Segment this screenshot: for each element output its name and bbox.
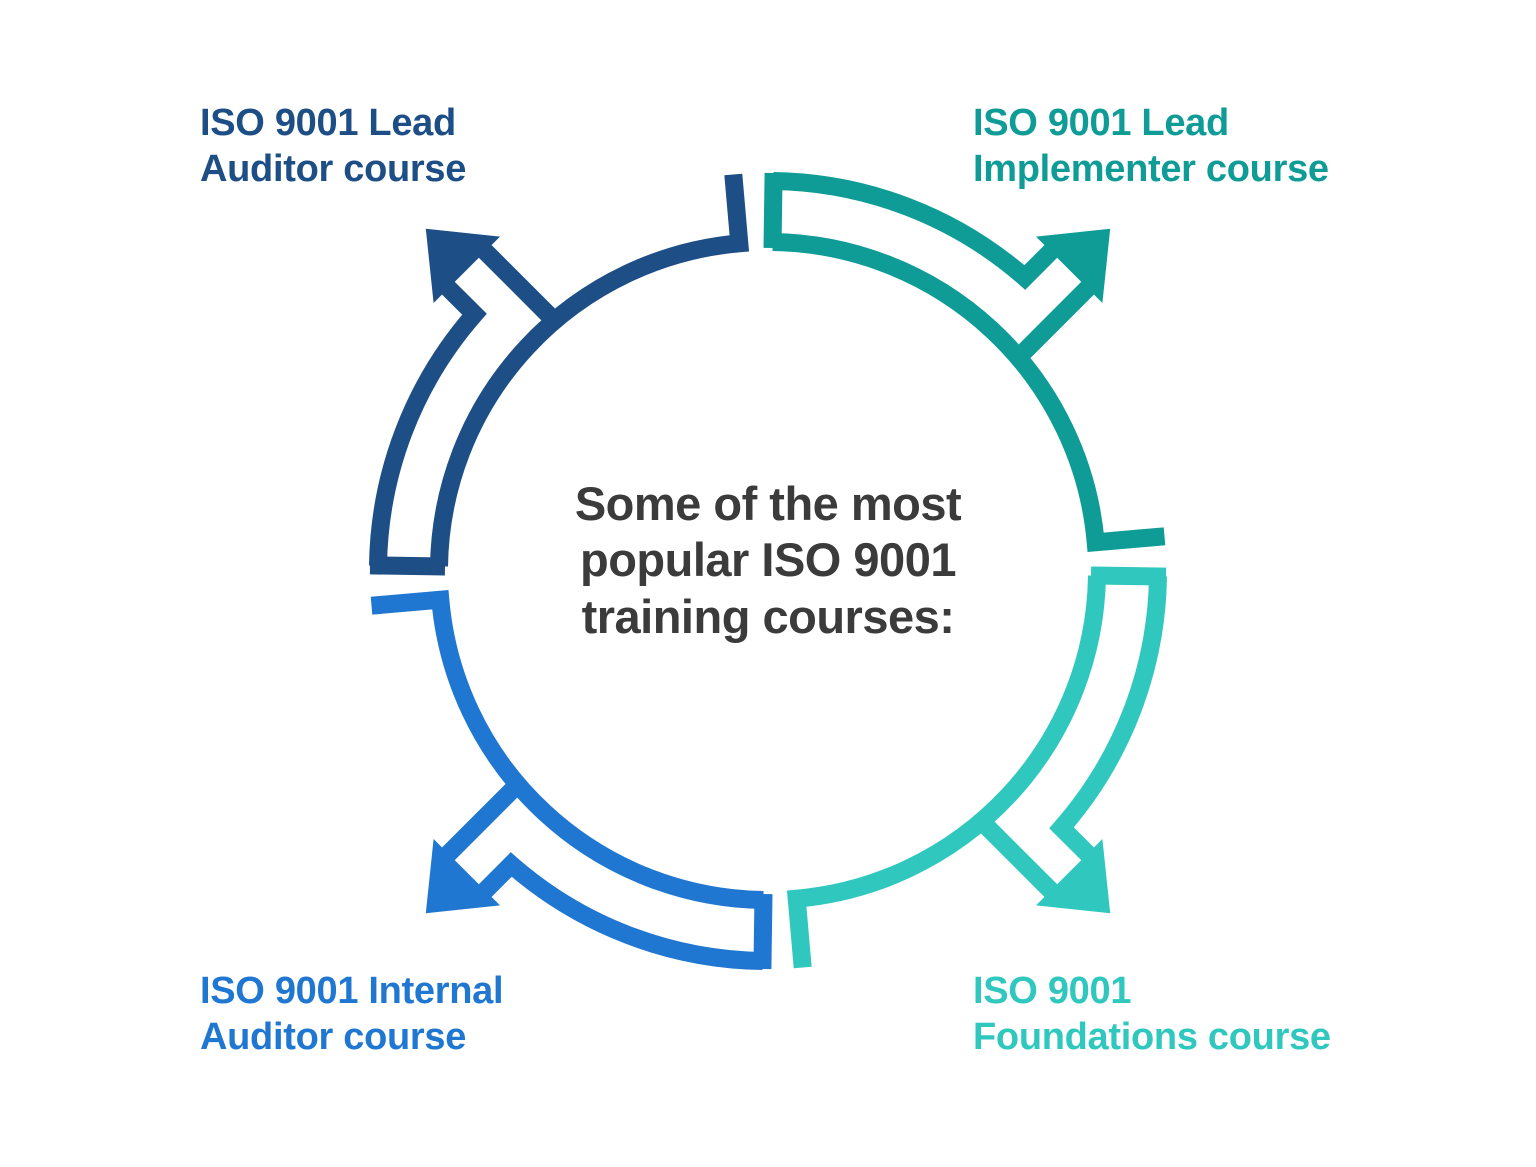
label-bottom-left-line1: ISO 9001 Internal — [200, 970, 504, 1012]
label-top-left-line1: ISO 9001 Lead — [200, 102, 456, 144]
label-bottom-right-line2: Foundations course — [973, 1016, 1331, 1059]
label-top-left: ISO 9001 Lead Auditor course — [200, 100, 466, 193]
center-title: Some of the most popular ISO 9001 traini… — [574, 476, 962, 645]
label-top-left-line2: Auditor course — [200, 148, 467, 191]
label-top-right-line1: ISO 9001 Lead — [973, 102, 1229, 144]
label-bottom-left: ISO 9001 Internal Auditor course — [200, 968, 504, 1061]
arrow-arc-bottom-left-icon — [372, 600, 764, 969]
label-top-right: ISO 9001 Lead Implementer course — [973, 100, 1329, 193]
label-bottom-right-line1: ISO 9001 — [973, 970, 1132, 1012]
label-bottom-left-line2: Auditor course — [200, 1016, 467, 1059]
label-top-right-line2: Implementer course — [973, 148, 1329, 191]
center-title-line2: popular ISO 9001 — [580, 533, 956, 587]
label-bottom-right: ISO 9001 Foundations course — [973, 968, 1331, 1061]
center-title-line1: Some of the most — [574, 477, 962, 530]
center-title-line3: training courses: — [581, 589, 955, 643]
